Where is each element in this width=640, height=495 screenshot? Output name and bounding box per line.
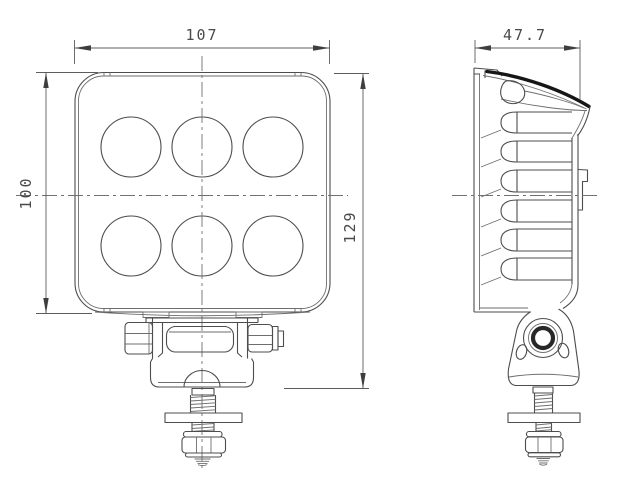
foot-ear [557, 342, 570, 359]
dimension-height-label: 100 [17, 176, 35, 210]
led-circle [100, 116, 162, 178]
heatsink-fin [500, 111, 572, 134]
front-centerlines [16, 56, 348, 472]
led-circle [242, 116, 304, 178]
foot-ear [515, 344, 528, 360]
heatsink-fin [500, 140, 572, 163]
lamp-body-outline [74, 71, 331, 318]
pivot-boss [522, 317, 564, 359]
bolt-assembly-front [164, 387, 243, 467]
dimension-width-label: 107 [185, 26, 219, 44]
side-body [473, 67, 591, 313]
heatsink-fin [500, 199, 572, 223]
dimension-height [36, 72, 98, 314]
mounting-foot-side [507, 308, 580, 387]
dimension-depth-label: 47.7 [502, 26, 548, 44]
led-circle [242, 215, 304, 277]
mounting-bracket-front [124, 317, 285, 388]
bolt-assembly-side [507, 386, 581, 466]
dimension-total-height [284, 73, 369, 389]
dimension-depth [474, 40, 581, 100]
heatsink-fin [500, 257, 572, 281]
lens-edge [485, 69, 591, 109]
heatsink-fin [500, 169, 572, 193]
heatsink-fin [500, 228, 572, 252]
front-view [16, 56, 348, 472]
dimension-total-height-label: 129 [341, 210, 359, 244]
led-circle [100, 215, 162, 277]
heatsink-fins [480, 111, 572, 286]
side-view [452, 67, 600, 466]
dimension-width [74, 40, 330, 64]
rear-tab [577, 168, 589, 211]
pivot-bolt-hole [530, 325, 556, 351]
reflector-outline [500, 80, 526, 105]
